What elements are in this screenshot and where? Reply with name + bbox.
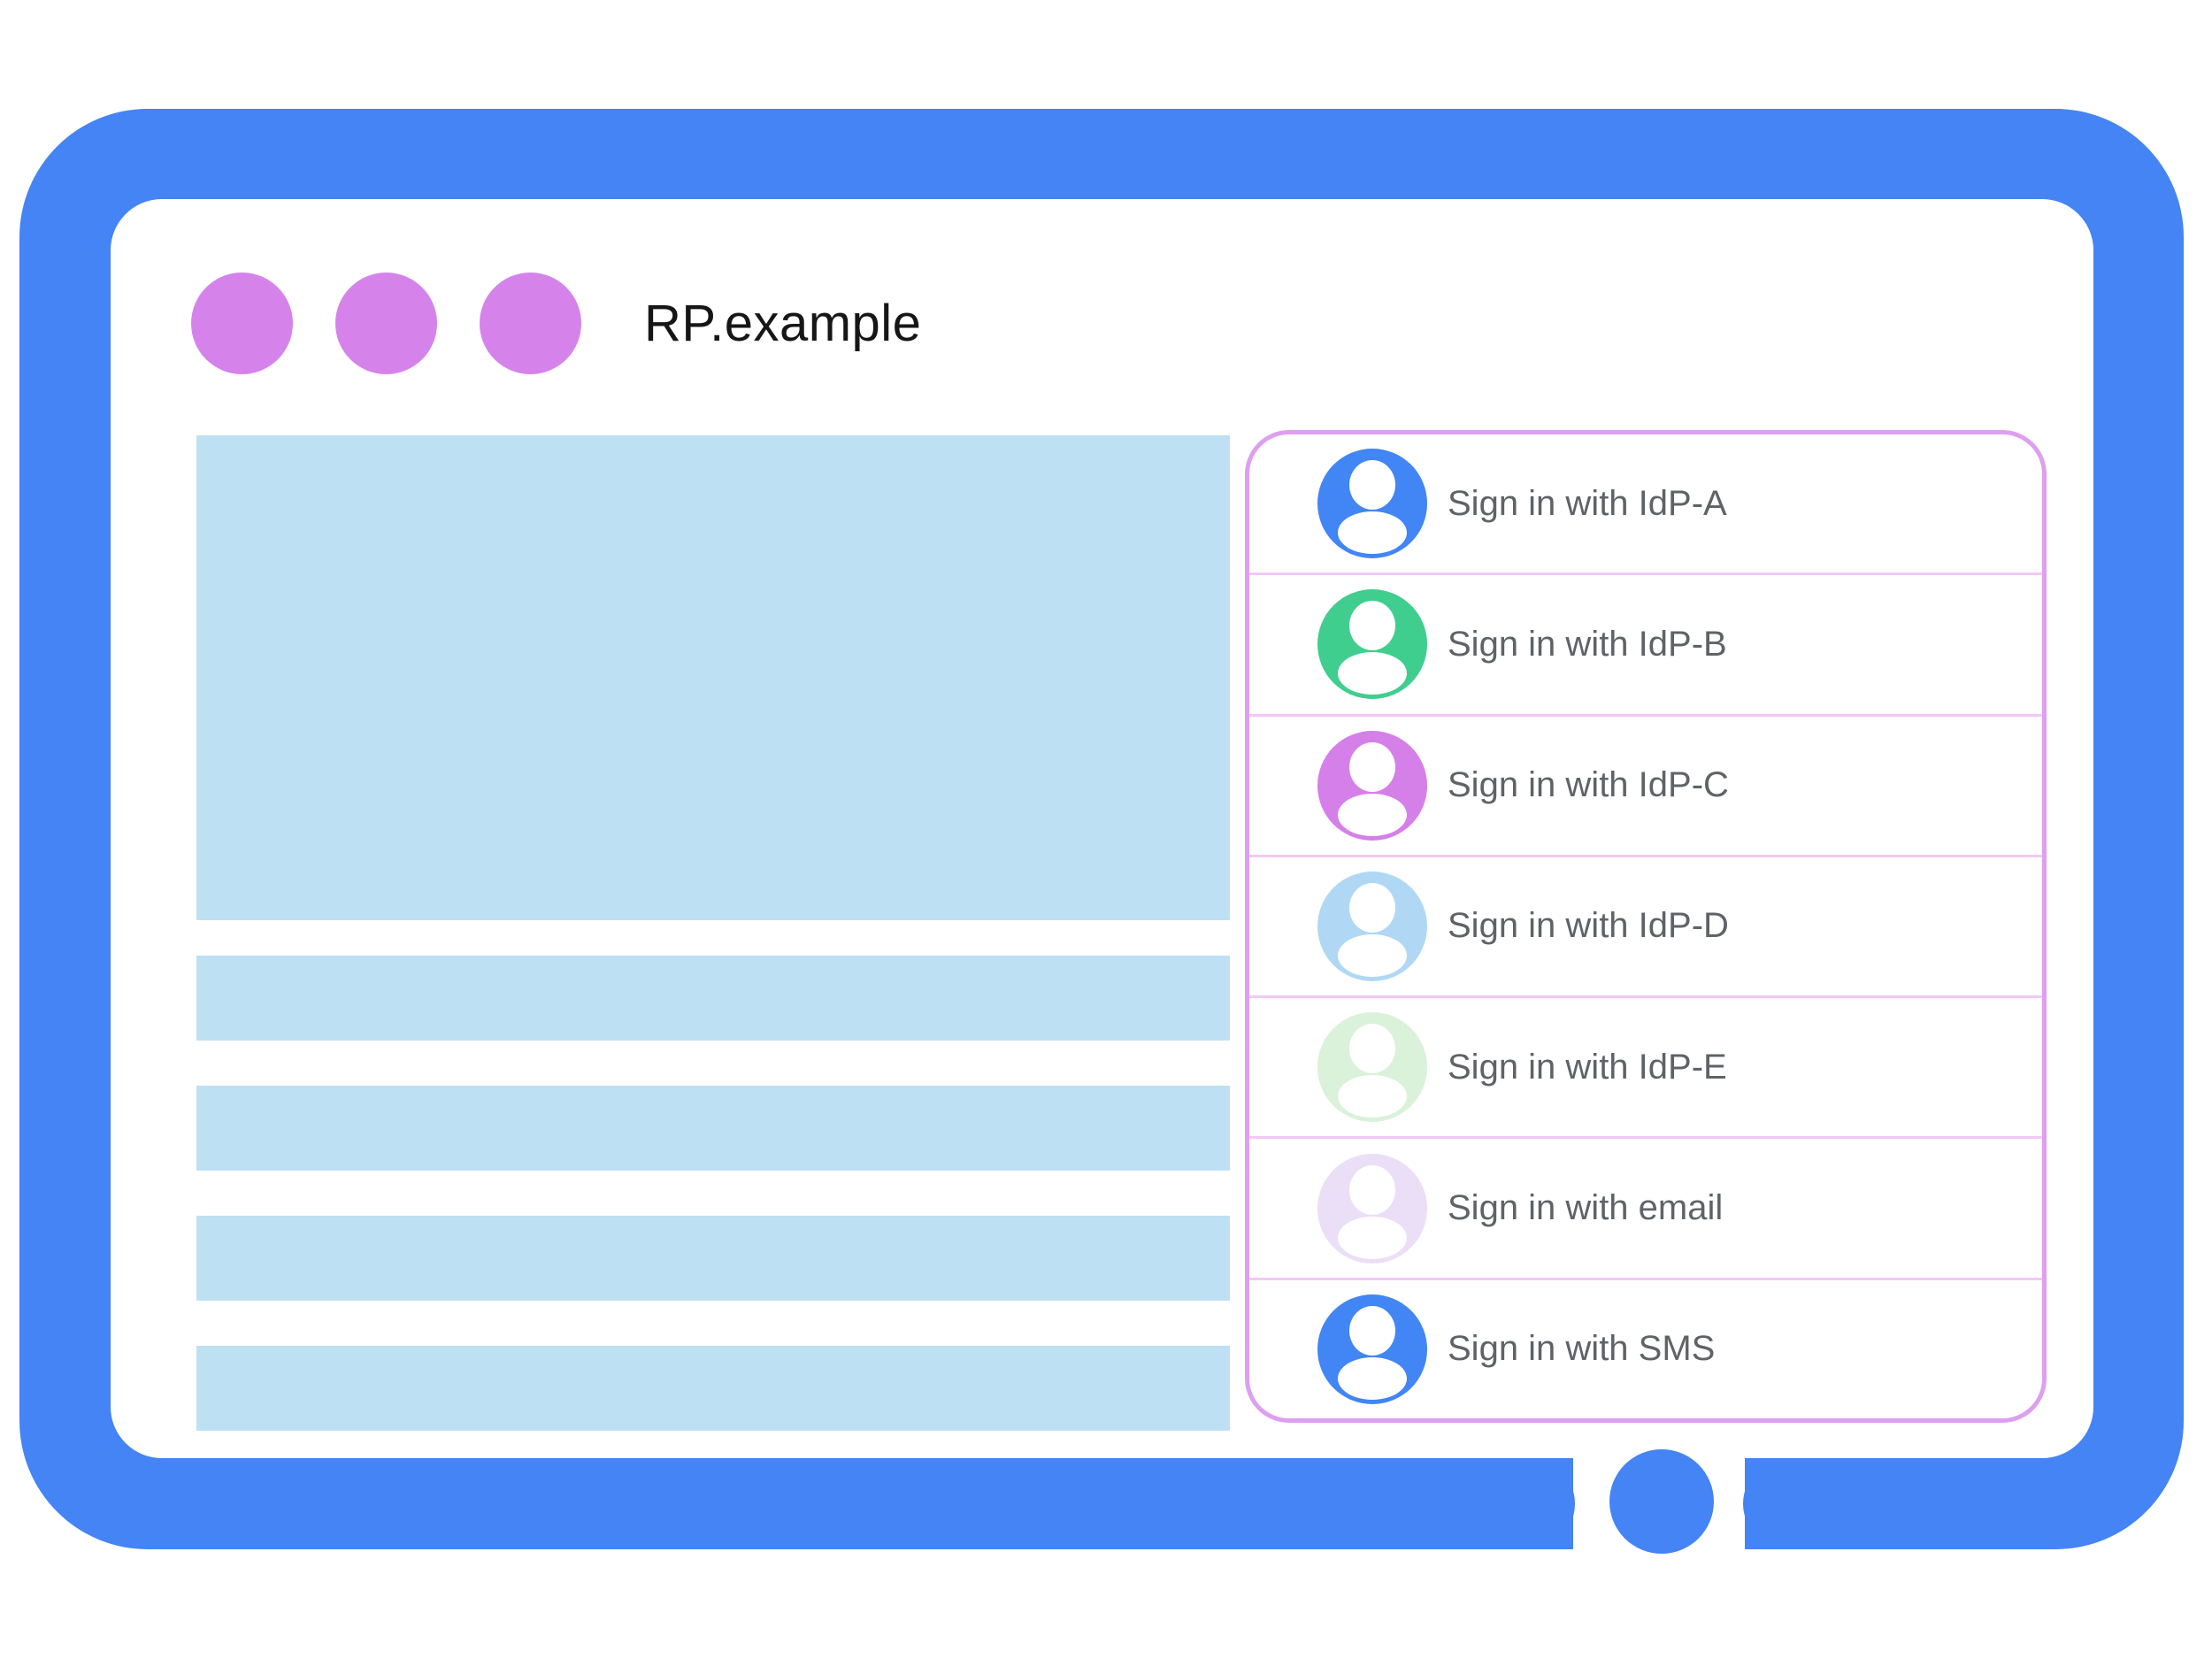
person-avatar-icon [1317,449,1427,559]
content-line-placeholder [196,956,1230,1041]
person-avatar-icon [1317,1153,1427,1263]
window-control-dot[interactable] [480,273,581,374]
signin-option-label: Sign in with email [1448,1188,1724,1228]
signin-option-sms[interactable]: Sign in with SMS [1249,1277,2042,1418]
signin-option-label: Sign in with SMS [1448,1329,1716,1369]
signin-option-label: Sign in with IdP-D [1448,906,1729,946]
signin-option-idp-b[interactable]: Sign in with IdP-B [1249,572,2042,713]
bezel-cap [1476,1458,1575,1549]
person-avatar-icon [1317,730,1427,841]
signin-panel: Sign in with IdP-A Sign in with IdP-B Si… [1245,430,2047,1423]
signin-option-label: Sign in with IdP-A [1448,483,1727,523]
window-controls [191,273,581,374]
person-avatar-icon [1317,589,1427,700]
window-control-dot[interactable] [335,273,437,374]
signin-option-email[interactable]: Sign in with email [1249,1136,2042,1277]
content-hero-placeholder [196,435,1230,920]
content-line-placeholder [196,1216,1230,1301]
signin-option-idp-c[interactable]: Sign in with IdP-C [1249,713,2042,855]
bezel-cap [1743,1458,1842,1549]
signin-option-idp-d[interactable]: Sign in with IdP-D [1249,854,2042,995]
person-avatar-icon [1317,1294,1427,1404]
signin-option-idp-e[interactable]: Sign in with IdP-E [1249,995,2042,1136]
signin-option-label: Sign in with IdP-C [1448,765,1729,805]
content-line-placeholder [196,1346,1230,1431]
person-avatar-icon [1317,871,1427,981]
browser-screen: RP.example Sign in with IdP-A Sign in wi… [111,199,2093,1458]
signin-option-idp-a[interactable]: Sign in with IdP-A [1249,434,2042,572]
page-title: RP.example [644,295,922,352]
signin-option-label: Sign in with IdP-B [1448,624,1727,664]
content-line-placeholder [196,1086,1230,1171]
person-avatar-icon [1317,1012,1427,1123]
home-button[interactable] [1609,1449,1714,1554]
window-control-dot[interactable] [191,273,293,374]
signin-option-label: Sign in with IdP-E [1448,1047,1727,1087]
